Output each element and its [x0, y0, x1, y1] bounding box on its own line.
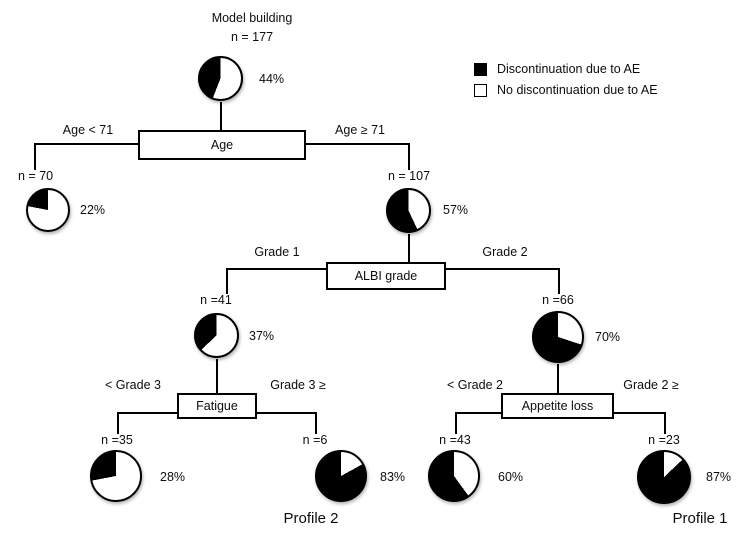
edge-fatigue-right-vertical: [315, 412, 317, 434]
edge-albi-right-to-appetite: [557, 364, 559, 393]
pie-age-right: [386, 188, 431, 233]
edge-albi-right-horizontal: [446, 268, 560, 270]
edge-appetite-left-vertical: [455, 412, 457, 434]
edge-age-right-horizontal: [306, 143, 410, 145]
edge-label-albi-right: Grade 2: [482, 245, 528, 259]
edge-appetite-right-vertical: [664, 412, 666, 434]
legend-label-discontinuation: Discontinuation due to AE: [497, 62, 641, 76]
pie-appetite-right: [637, 450, 691, 504]
edge-albi-left-horizontal: [226, 268, 326, 270]
legend-swatch-filled-icon: [474, 62, 487, 76]
node-n-label-age-left: n = 70: [18, 169, 54, 183]
edge-fatigue-right-horizontal: [257, 412, 317, 414]
root-n-label: n = 177: [230, 30, 274, 44]
edge-label-appetite-right: Grade 2 ≥: [623, 378, 679, 392]
legend-item-discontinuation: Discontinuation due to AE: [474, 62, 658, 76]
pie-age-left: [26, 188, 70, 232]
edge-age-right-to-albi: [408, 234, 410, 262]
edge-label-age-right: Age ≥ 71: [335, 123, 385, 137]
legend-item-no-discontinuation: No discontinuation due to AE: [474, 83, 658, 97]
node-pct-label-appetite-right: 87%: [706, 470, 732, 484]
legend: Discontinuation due to AE No discontinua…: [474, 62, 658, 104]
root-pct-label: 44%: [259, 72, 285, 86]
pie-albi-right: [532, 311, 584, 363]
node-n-label-fatigue-right: n =6: [302, 433, 328, 447]
node-pct-label-age-left: 22%: [80, 203, 106, 217]
edge-label-appetite-left: < Grade 2: [447, 378, 503, 392]
node-n-label-age-right: n = 107: [387, 169, 431, 183]
edge-label-albi-left: Grade 1: [254, 245, 300, 259]
node-n-label-albi-left: n =41: [200, 293, 232, 307]
pie-appetite-left: [428, 450, 480, 502]
edge-appetite-right-horizontal: [614, 412, 666, 414]
node-box-appetite-loss[interactable]: Appetite loss: [501, 393, 614, 419]
node-pct-label-fatigue-right: 83%: [380, 470, 406, 484]
edge-label-fatigue-left: < Grade 3: [105, 378, 161, 392]
profile-label-1: Profile 1: [672, 510, 728, 527]
node-box-fatigue[interactable]: Fatigue: [177, 393, 257, 419]
edge-label-age-left: Age < 71: [62, 123, 114, 137]
edge-label-fatigue-right: Grade 3 ≥: [270, 378, 326, 392]
node-n-label-appetite-right: n =23: [648, 433, 680, 447]
node-pct-label-albi-left: 37%: [249, 329, 275, 343]
pie-fatigue-left: [90, 450, 142, 502]
node-box-age[interactable]: Age: [138, 130, 306, 160]
node-n-label-albi-right: n =66: [542, 293, 574, 307]
edge-albi-right-vertical: [558, 268, 560, 294]
node-pct-label-albi-right: 70%: [595, 330, 621, 344]
node-n-label-fatigue-left: n =35: [101, 433, 133, 447]
edge-age-left-vertical: [34, 143, 36, 170]
legend-swatch-empty-icon: [474, 83, 487, 97]
node-pct-label-appetite-left: 60%: [498, 470, 524, 484]
edge-age-left-horizontal: [34, 143, 138, 145]
profile-label-2: Profile 2: [283, 510, 339, 527]
root-title: Model building: [211, 11, 293, 25]
node-n-label-appetite-left: n =43: [439, 433, 471, 447]
edge-fatigue-left-vertical: [117, 412, 119, 434]
edge-age-right-vertical: [408, 143, 410, 170]
node-pct-label-age-right: 57%: [443, 203, 469, 217]
edge-albi-left-to-fatigue: [216, 359, 218, 393]
pie-fatigue-right: [315, 450, 367, 502]
node-box-albi-grade[interactable]: ALBI grade: [326, 262, 446, 290]
legend-label-no-discontinuation: No discontinuation due to AE: [497, 83, 658, 97]
edge-root-to-age: [220, 102, 222, 130]
edge-fatigue-left-horizontal: [117, 412, 177, 414]
edge-albi-left-vertical: [226, 268, 228, 294]
pie-albi-left: [194, 313, 239, 358]
pie-root: [198, 56, 243, 101]
edge-appetite-left-horizontal: [455, 412, 501, 414]
node-pct-label-fatigue-left: 28%: [160, 470, 186, 484]
